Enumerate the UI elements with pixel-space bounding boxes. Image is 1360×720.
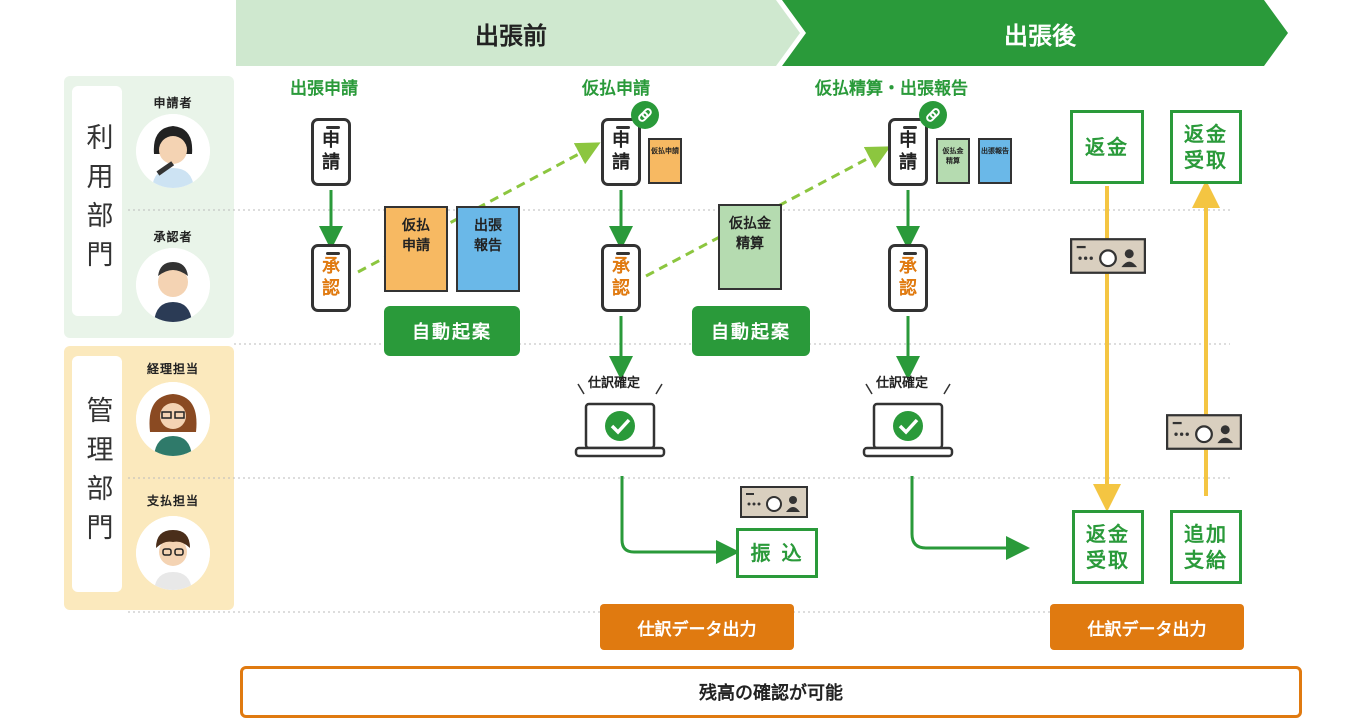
banknote-icon — [740, 486, 808, 518]
approver-avatar — [136, 248, 210, 322]
accounting-avatar — [136, 382, 210, 456]
doc-small-report: 出張報告 — [978, 138, 1012, 184]
laptop-check-icon — [862, 383, 954, 458]
user-dept-label: 利用部門 — [72, 86, 122, 316]
link-icon — [631, 101, 659, 129]
banknote-icon — [1070, 238, 1146, 274]
role-accounting: 経理担当 — [146, 362, 199, 376]
journal-output-badge: 仕訳データ出力 — [600, 604, 794, 650]
doc-small-settle: 仮払金精算 — [936, 138, 970, 184]
phone-approve-1: 承認 — [311, 244, 351, 312]
phone-apply-2: 申請 — [601, 118, 641, 186]
role-applicant: 申請者 — [153, 96, 193, 110]
journal-confirm-label: 仕訳確定 — [588, 376, 641, 391]
admin-dept-label: 管理部門 — [72, 356, 122, 592]
transfer-box: 振 込 — [736, 528, 818, 578]
journal-confirm-label: 仕訳確定 — [876, 376, 929, 391]
doc-trip-report: 出張報告 — [456, 206, 520, 292]
header-chevrons — [236, 0, 1288, 66]
extra-payment-box: 追加支給 — [1170, 510, 1242, 584]
banknote-icon — [1166, 414, 1242, 450]
stage-advance-request: 仮払申請 — [582, 79, 650, 99]
refund-box: 返金 — [1070, 110, 1144, 184]
phone-approve-3: 承認 — [888, 244, 928, 312]
balance-check-bar: 残高の確認が可能 — [240, 666, 1302, 718]
role-payment: 支払担当 — [146, 494, 199, 508]
link-icon — [919, 101, 947, 129]
journal-output-badge: 仕訳データ出力 — [1050, 604, 1244, 650]
doc-advance-request: 仮払申請 — [384, 206, 448, 292]
doc-small-advance-request: 仮払申請 — [648, 138, 682, 184]
stage-settlement: 仮払精算・出張報告 — [815, 79, 968, 99]
auto-draft-badge: 自動起案 — [692, 306, 810, 356]
phone-approve-2: 承認 — [601, 244, 641, 312]
refund-receive-box: 返金受取 — [1072, 510, 1144, 584]
applicant-avatar — [136, 114, 210, 188]
payment-avatar — [136, 516, 210, 590]
phone-apply-3: 申請 — [888, 118, 928, 186]
header-before: 出張前 — [475, 21, 547, 50]
role-approver: 承認者 — [153, 230, 193, 244]
phone-apply-1: 申請 — [311, 118, 351, 186]
laptop-check-icon — [574, 383, 666, 458]
auto-draft-badge: 自動起案 — [384, 306, 520, 356]
refund-receive-box-top: 返金受取 — [1170, 110, 1242, 184]
header-after: 出張後 — [1004, 21, 1076, 50]
doc-advance-settlement: 仮払金精算 — [718, 204, 782, 290]
stage-trip-request: 出張申請 — [290, 79, 358, 99]
